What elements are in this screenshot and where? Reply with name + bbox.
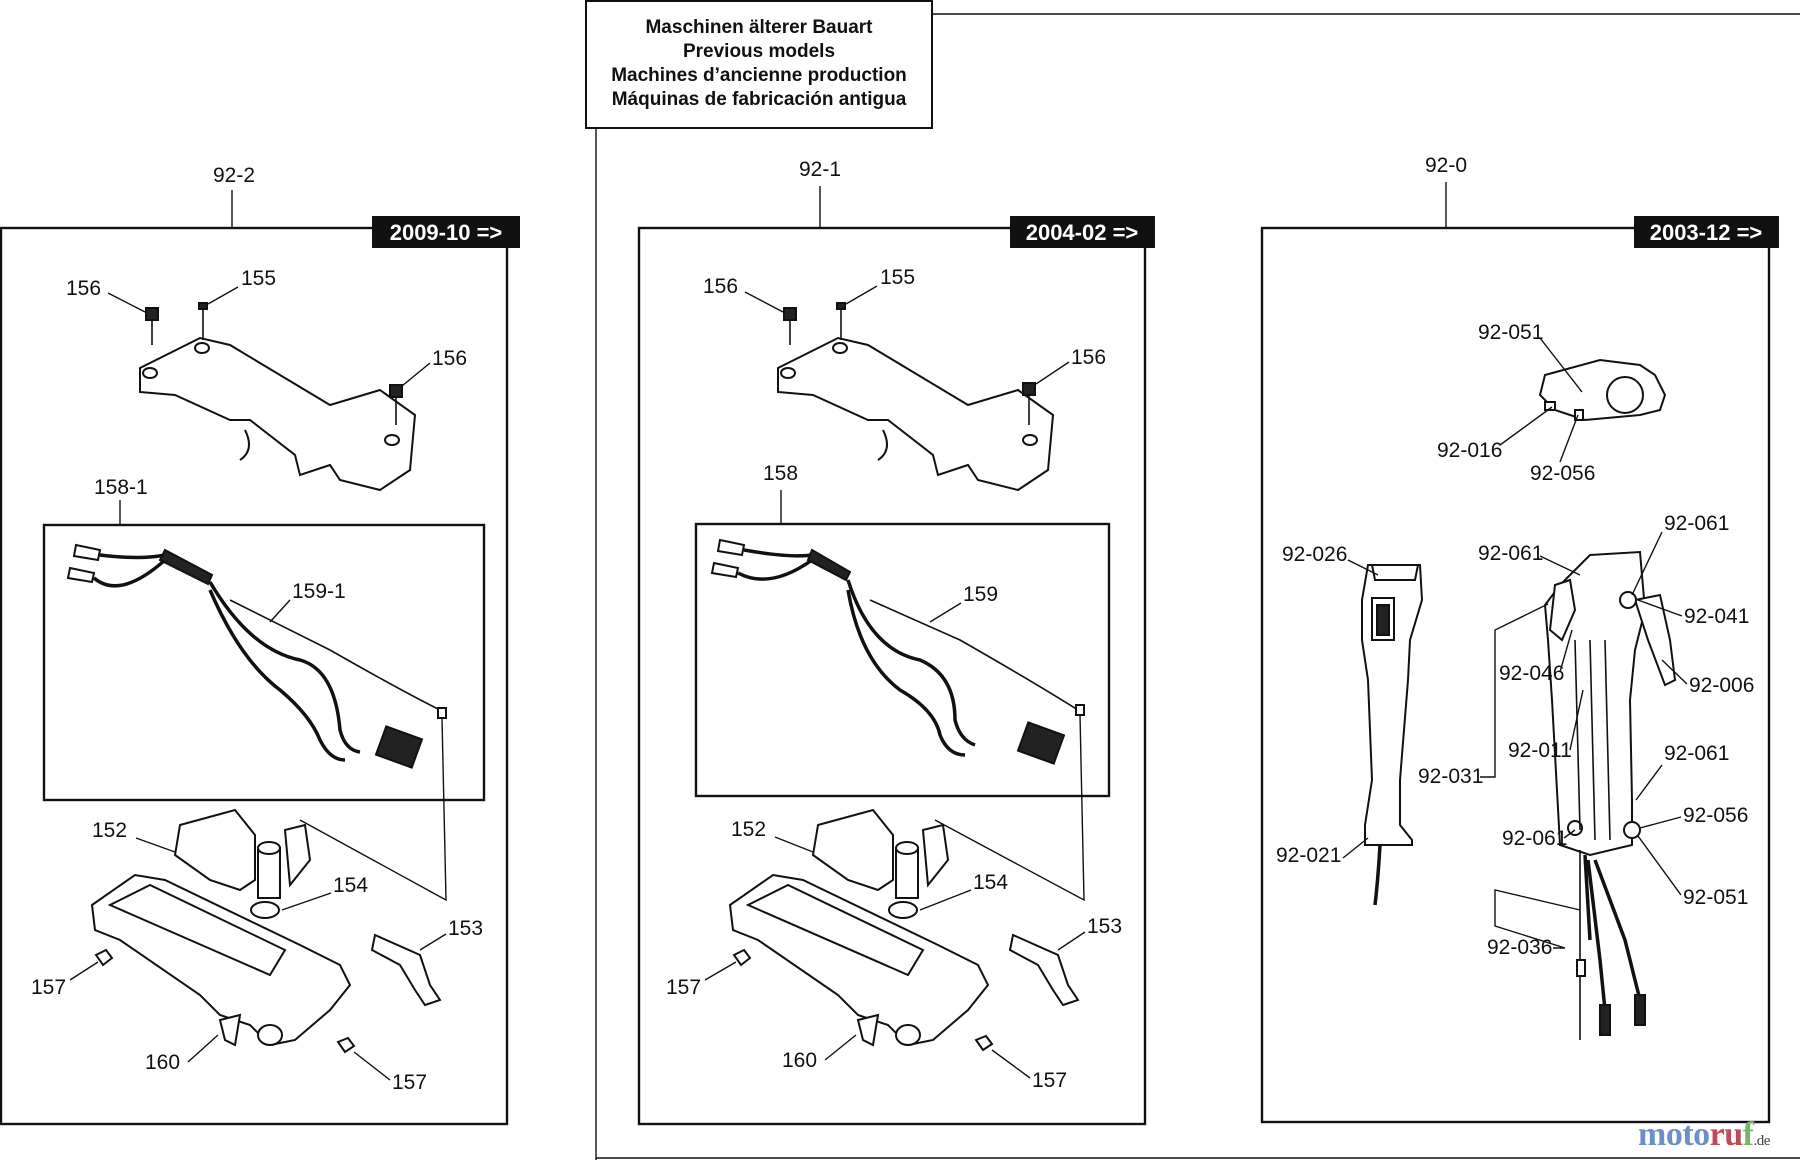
logo-suffix: .de: [1753, 1133, 1770, 1149]
throttle-cable-harness: [66, 543, 447, 769]
grip-cover: [811, 808, 950, 899]
label-153: 153: [448, 917, 483, 940]
label-92-061: 92-061: [1664, 742, 1729, 765]
label-158-1: 158-1: [94, 476, 148, 499]
date-badge-text: 2009-10 =>: [390, 220, 503, 245]
label-155: 155: [880, 266, 915, 289]
label-92-026: 92-026: [1282, 543, 1347, 566]
date-badge-text: 2003-12 =>: [1650, 220, 1763, 245]
lever-icon: [1008, 933, 1080, 1007]
label-158: 158: [763, 462, 798, 485]
label-92-051: 92-051: [1478, 321, 1543, 344]
date-badge: [1010, 216, 1155, 248]
label-154: 154: [973, 871, 1008, 894]
label-157: 157: [1032, 1069, 1067, 1092]
nut-icon: [732, 948, 752, 967]
label-156: 156: [66, 277, 101, 300]
header-line-3: Machines d’ancienne production: [611, 65, 907, 86]
logo-part-c: f: [1742, 1116, 1754, 1153]
header-line-4: Máquinas de fabricación antigua: [612, 89, 907, 110]
lever-icon: [370, 933, 442, 1007]
label-159: 159: [963, 583, 998, 606]
nut-icon: [94, 948, 114, 967]
label-157: 157: [392, 1071, 427, 1094]
label-157: 157: [31, 976, 66, 999]
logo-part-a: moto: [1638, 1116, 1710, 1153]
label-92-031: 92-031: [1418, 765, 1483, 788]
label-157: 157: [666, 976, 701, 999]
throttle-handle-assembly: [1543, 550, 1677, 1040]
label-92-006: 92-006: [1689, 674, 1754, 697]
label-92-061: 92-061: [1478, 542, 1543, 565]
label-160: 160: [782, 1049, 817, 1072]
previous-models-box: Maschinen älterer Bauart Previous models…: [585, 0, 1800, 1160]
lower-handle-housing: [728, 873, 990, 1047]
label-92-061: 92-061: [1664, 512, 1729, 535]
screw-icon: [145, 302, 403, 425]
screw-icon: [783, 302, 1036, 425]
label-159-1: 159-1: [292, 580, 346, 603]
label-153: 153: [1087, 915, 1122, 938]
panel-id-label: 92-2: [213, 164, 255, 187]
ring-icon: [888, 901, 918, 919]
date-badge: [372, 216, 520, 248]
throttle-cable-harness: [710, 538, 1085, 765]
cable-subassembly-box: [42, 523, 486, 802]
handle-grip-left: [1361, 564, 1424, 906]
panel-92-1: 92-1 2004-02 => 156 155 156 158: [637, 158, 1155, 1126]
panel-id-label: 92-0: [1425, 154, 1467, 177]
clip-icon: [856, 1013, 880, 1047]
label-156: 156: [703, 275, 738, 298]
label-152: 152: [731, 818, 766, 841]
nut-icon: [974, 1034, 994, 1052]
label-160: 160: [145, 1051, 180, 1074]
header-line-1: Maschinen älterer Bauart: [645, 17, 873, 38]
label-154: 154: [333, 874, 368, 897]
label-92-011: 92-011: [1508, 739, 1572, 762]
nut-icon: [336, 1036, 356, 1054]
cable-subassembly-box: [694, 522, 1111, 798]
date-badge: [1634, 216, 1779, 248]
label-92-056: 92-056: [1530, 462, 1595, 485]
label-92-061: 92-061: [1502, 827, 1567, 850]
label-92-041: 92-041: [1684, 605, 1749, 628]
label-92-051: 92-051: [1683, 886, 1748, 909]
label-156: 156: [1071, 346, 1106, 369]
label-92-016: 92-016: [1437, 439, 1502, 462]
label-92-036: 92-036: [1487, 936, 1552, 959]
logo-part-b: ru: [1709, 1116, 1744, 1153]
label-155: 155: [241, 267, 276, 290]
panel-id-label: 92-1: [799, 158, 841, 181]
label-156: 156: [432, 347, 467, 370]
clip-icon: [218, 1013, 242, 1047]
site-logo[interactable]: motoruf.de: [1638, 1116, 1770, 1154]
switch-clamp: [1538, 358, 1667, 422]
upper-handle-housing: [139, 336, 417, 492]
lower-handle-housing: [90, 873, 352, 1047]
ring-icon: [250, 901, 280, 919]
upper-handle-housing: [777, 336, 1055, 492]
panel-92-2: 92-2 2009-10 => 156 155 156 158-1: [0, 164, 520, 1126]
label-152: 152: [92, 819, 127, 842]
header-line-2: Previous models: [683, 41, 835, 62]
label-92-046: 92-046: [1499, 662, 1564, 685]
label-92-056: 92-056: [1683, 804, 1748, 827]
date-badge-text: 2004-02 =>: [1026, 220, 1139, 245]
label-92-021: 92-021: [1276, 844, 1341, 867]
grip-cover: [173, 808, 312, 899]
panel-92-0: 92-0 2003-12 => 92-051 92-016 92-056 92-…: [1260, 154, 1779, 1124]
